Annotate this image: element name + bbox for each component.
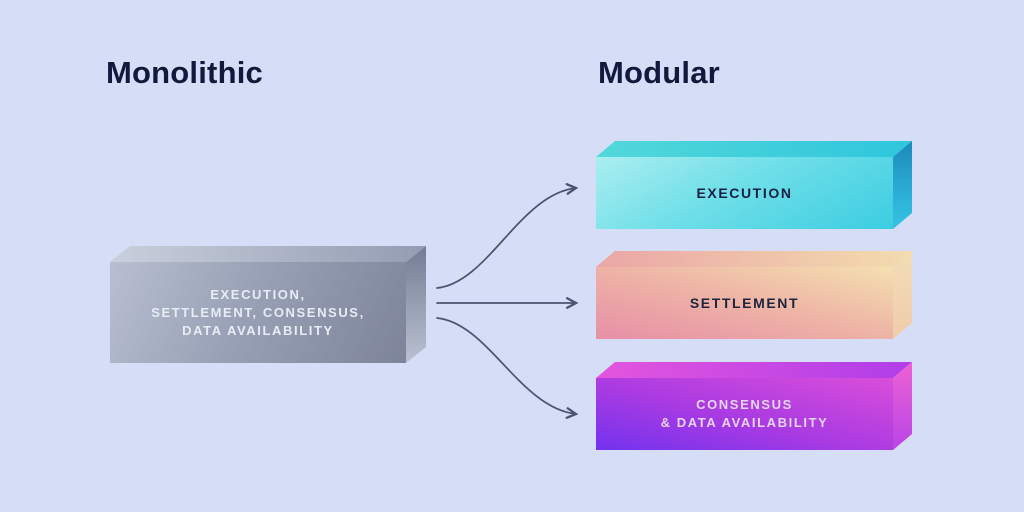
execution-box-side-face (893, 141, 912, 229)
monolithic-box-label: EXECUTION, SETTLEMENT, CONSENSUS, DATA A… (151, 286, 365, 338)
modular-title: Modular (598, 55, 720, 90)
consensus-box-side-face (893, 362, 912, 450)
monolithic-box-top-face (110, 246, 426, 262)
arrow-to-consensus-icon (436, 317, 579, 419)
monolithic-box-front-face: EXECUTION, SETTLEMENT, CONSENSUS, DATA A… (110, 262, 406, 363)
execution-box: EXECUTION (596, 141, 912, 229)
settlement-box-label: SETTLEMENT (689, 295, 800, 311)
execution-box-front-face: EXECUTION (596, 157, 893, 229)
consensus-box-top-face (596, 362, 912, 378)
connector-arrows (436, 183, 579, 419)
monolithic-box-side-face (406, 246, 426, 363)
execution-box-top-face (596, 141, 912, 157)
execution-box-label: EXECUTION (696, 185, 793, 201)
monolithic-title: Monolithic (106, 55, 263, 90)
settlement-box: SETTLEMENT (596, 251, 912, 339)
consensus-box-front-face: CONSENSUS & DATA AVAILABILITY (596, 378, 893, 450)
settlement-box-front-face: SETTLEMENT (596, 267, 893, 339)
settlement-box-side-face (893, 251, 912, 339)
consensus-box-label: CONSENSUS & DATA AVAILABILITY (660, 397, 829, 430)
settlement-box-top-face (596, 251, 912, 267)
monolithic-box: EXECUTION, SETTLEMENT, CONSENSUS, DATA A… (110, 246, 426, 363)
consensus-data-availability-box: CONSENSUS & DATA AVAILABILITY (596, 362, 912, 450)
arrow-to-execution-icon (436, 183, 579, 289)
